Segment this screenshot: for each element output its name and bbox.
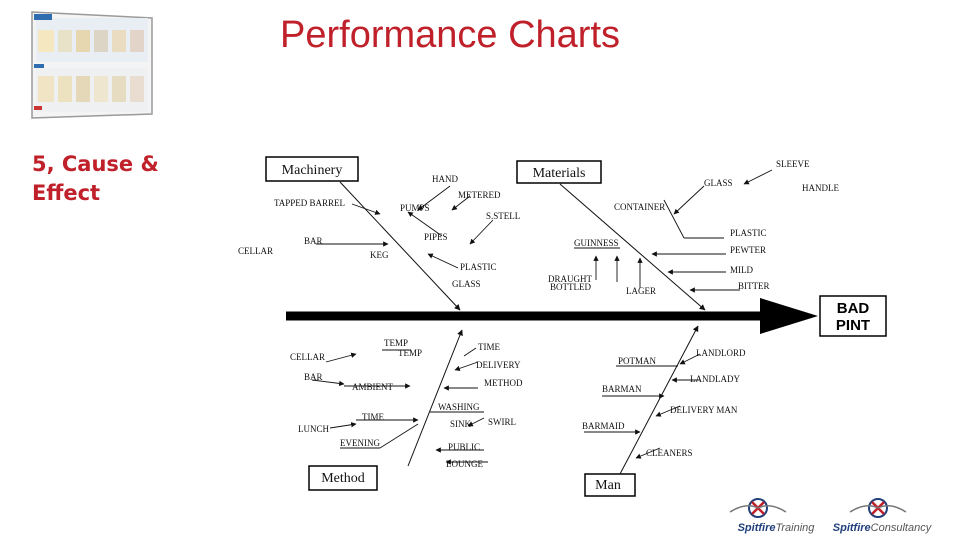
spitfire-consultancy-wordmark: SpitfireConsultancy [812, 522, 952, 534]
label-hand: HAND [432, 174, 458, 184]
label-temp-a: TEMP [384, 338, 408, 348]
arrow-sstell [470, 220, 493, 244]
spitfire-consultancy-logo: SpitfireConsultancy [812, 494, 952, 536]
method-label: Method [321, 471, 365, 486]
label-temp-b: TEMP [398, 348, 422, 358]
effect-label-line-1: BAD [837, 300, 870, 317]
label-delivery-man: DELIVERY MAN [670, 405, 738, 415]
label-landlady: LANDLADY [690, 374, 740, 384]
label-guinness: GUINNESS [574, 238, 619, 248]
logo-brand-1: Spitfire [738, 522, 776, 534]
logo-suffix-2: Consultancy [871, 522, 932, 534]
label-cellar: CELLAR [238, 246, 273, 256]
spitfire-emblem-icon [812, 494, 952, 522]
machinery-bone [340, 182, 460, 310]
label-potman: POTMAN [618, 356, 657, 366]
label-bottled: BOTTLED [550, 282, 591, 292]
materials-box: Materials [517, 161, 601, 183]
arrow-cellar-m [326, 354, 356, 362]
arrow-lunch [330, 424, 356, 428]
label-time-b: TIME [362, 412, 384, 422]
label-bitter: BITTER [738, 281, 770, 291]
label-sstell: S.STELL [486, 211, 520, 221]
machinery-label: Machinery [282, 163, 343, 178]
label-method: METHOD [484, 378, 523, 388]
label-bar: BAR [304, 236, 323, 246]
label-cleaners: CLEANERS [646, 448, 693, 458]
label-washing: WASHING [438, 402, 480, 412]
container-connector [664, 200, 684, 238]
label-public: PUBLIC [448, 442, 480, 452]
effect-label-line-2: PINT [836, 317, 870, 334]
label-landlord: LANDLORD [696, 348, 746, 358]
method-box: Method [309, 466, 377, 490]
label-time-a: TIME [478, 342, 500, 352]
label-lounge: LOUNGE [446, 459, 483, 469]
label-glass: GLASS [452, 279, 481, 289]
label-sleeve: SLEEVE [776, 159, 810, 169]
label-ambient: AMBIENT [352, 382, 393, 392]
label-metered: METERED [458, 190, 501, 200]
time-tick [464, 348, 476, 356]
label-glass-materials: GLASS [704, 178, 733, 188]
arrow-glass [674, 186, 704, 214]
spine-arrowhead [760, 298, 818, 334]
arrow-sleeve [744, 170, 772, 184]
label-pumps: PUMPS [400, 203, 430, 213]
label-tapped-barrel: TAPPED BARREL [274, 198, 345, 208]
label-swirl: SWIRL [488, 417, 516, 427]
label-cellar-method: CELLAR [290, 352, 325, 362]
label-delivery: DELIVERY [476, 360, 521, 370]
label-lunch: LUNCH [298, 424, 329, 434]
label-container: CONTAINER [614, 202, 665, 212]
evening-connector [380, 424, 418, 448]
arrow-tapped-barrel [352, 204, 380, 214]
man-box: Man [585, 474, 635, 496]
man-label: Man [595, 478, 621, 493]
arrow-plastic [428, 254, 458, 268]
label-pipes: PIPES [424, 232, 448, 242]
arrow-delivery [455, 362, 478, 370]
label-barman: BARMAN [602, 384, 642, 394]
label-plastic-materials: PLASTIC [730, 228, 767, 238]
label-sink: SINK [450, 419, 472, 429]
machinery-box: Machinery [266, 157, 358, 181]
label-handle: HANDLE [802, 183, 839, 193]
label-evening: EVENING [340, 438, 380, 448]
label-bar-method: BAR [304, 372, 323, 382]
label-lager: LAGER [626, 286, 656, 296]
logo-suffix-1: Training [775, 522, 814, 534]
label-mild: MILD [730, 265, 753, 275]
logo-brand-2: Spitfire [833, 522, 871, 534]
label-pewter: PEWTER [730, 245, 766, 255]
label-plastic: PLASTIC [460, 262, 497, 272]
label-keg: KEG [370, 250, 389, 260]
effect-box: BAD PINT [820, 296, 886, 336]
materials-label: Materials [533, 166, 586, 181]
label-barmaid: BARMAID [582, 421, 625, 431]
